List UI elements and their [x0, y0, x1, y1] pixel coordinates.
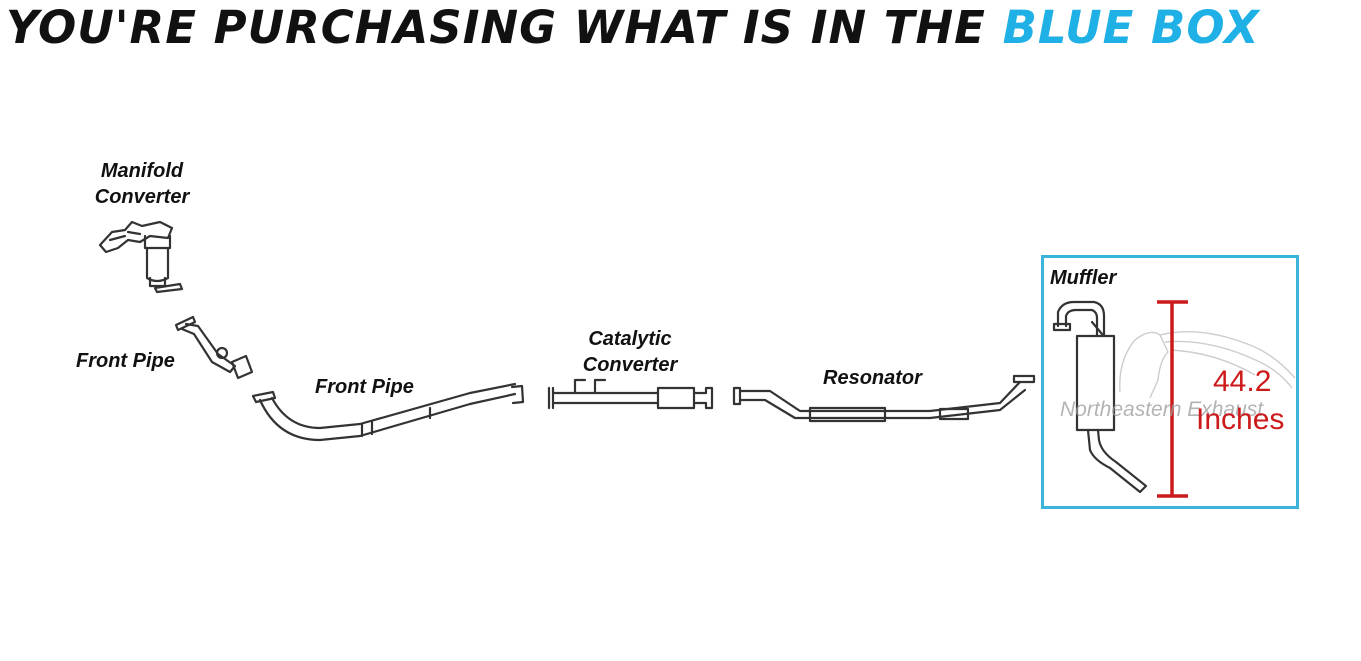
catalytic-converter-label-line2: Converter [582, 354, 678, 376]
muffler-label: Muffler [1050, 267, 1117, 289]
front-pipe-long-part [251, 382, 525, 442]
catalytic-converter-label-line1: Catalytic [588, 328, 672, 350]
front-pipe-small-part [174, 315, 254, 380]
front-pipe-label: Front Pipe [76, 350, 175, 372]
resonator-label: Resonator [823, 367, 922, 389]
blue-box-highlight [1041, 255, 1299, 509]
muffler-part [1052, 300, 1148, 494]
front-pipe-label-2: Front Pipe [315, 376, 414, 398]
manifold-converter-label: Manifold Converter [78, 158, 206, 210]
measurement-value: 44.2 [1213, 365, 1272, 398]
measurement-unit: Inches [1196, 403, 1285, 436]
catalytic-converter-label: Catalytic Converter [570, 326, 690, 378]
headline-highlight: BLUE BOX [1002, 1, 1260, 54]
horse-logo-watermark [1119, 331, 1296, 399]
watermark-text: Northeastern Exhaust [1060, 398, 1264, 421]
manifold-converter-label-line1: Manifold [100, 160, 184, 182]
manifold-converter-label-line2: Converter [94, 186, 190, 208]
headline: YOU'RE PURCHASING WHAT IS IN THE BLUE BO… [6, 0, 1356, 56]
resonator-part [732, 374, 1036, 423]
dimension-line [1157, 300, 1188, 498]
headline-prefix: YOU'RE PURCHASING WHAT IS IN THE [6, 1, 986, 54]
catalytic-converter-part [547, 378, 714, 410]
manifold-converter-part [98, 220, 184, 294]
